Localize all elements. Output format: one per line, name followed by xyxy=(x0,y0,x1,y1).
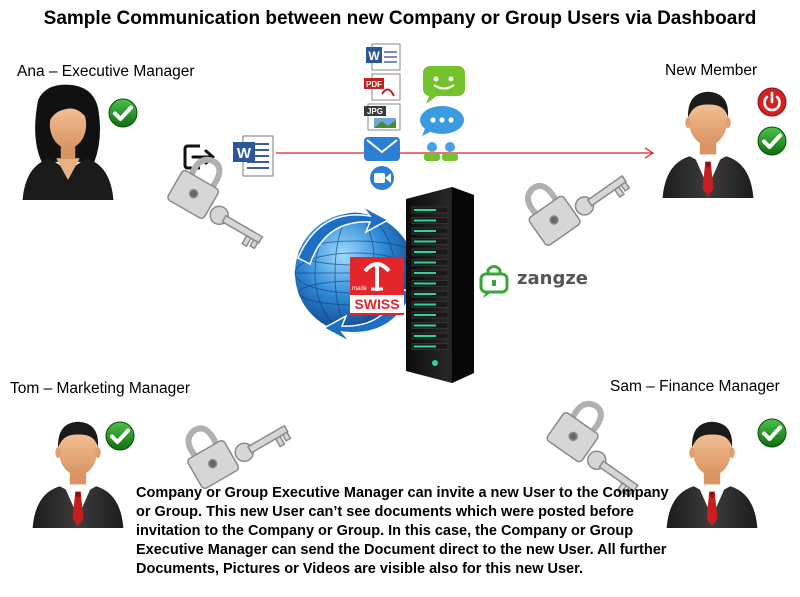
server-bay-light xyxy=(414,324,436,327)
server-bay-light xyxy=(414,314,436,316)
badge-small-text: made xyxy=(352,286,368,292)
server-bay-light xyxy=(414,240,436,243)
video-call-icon xyxy=(370,166,394,190)
server-bay-light xyxy=(414,282,436,285)
word-letter: W xyxy=(237,145,252,162)
mail-icon xyxy=(364,137,400,161)
sam-check-icon xyxy=(757,418,787,448)
server-bay-light xyxy=(414,219,436,222)
server-bay-light xyxy=(414,293,436,295)
server-bay-light xyxy=(414,261,436,264)
swiss-label: SWISS xyxy=(350,295,404,313)
zangze-brand-label: zangze xyxy=(517,268,589,289)
zangze-logo-icon xyxy=(479,265,509,298)
pdf-file-icon: PDF xyxy=(364,73,401,101)
server-bay-light xyxy=(414,230,436,232)
server-bay-light xyxy=(414,335,436,337)
chat-icons xyxy=(420,66,465,161)
server-tower-icon xyxy=(406,187,474,383)
jpg-file-icon: JPG xyxy=(364,103,401,131)
tom-check-icon xyxy=(105,421,135,451)
description-text: Company or Group Executive Manager can i… xyxy=(136,485,669,577)
file-stack: W PDF JPG xyxy=(364,43,401,190)
send-arrow xyxy=(276,147,655,159)
server-bay-light xyxy=(414,303,436,306)
crossbow-icon xyxy=(363,262,391,291)
power-icon xyxy=(757,87,787,117)
new-member-check-icon xyxy=(757,126,787,156)
server-bay-light xyxy=(414,251,436,253)
new-member-avatar xyxy=(662,91,754,198)
ana-avatar xyxy=(22,84,114,200)
word-document-icon: W xyxy=(233,135,274,177)
diagram-title: Sample Communication between new Company… xyxy=(43,8,757,29)
sam-label: Sam – Finance Manager xyxy=(610,378,780,395)
tom-label: Tom – Marketing Manager xyxy=(10,380,191,397)
svg-text:PDF: PDF xyxy=(366,80,382,89)
message-bubble-icon xyxy=(420,106,464,136)
swiss-made-badge: made SWISS xyxy=(350,257,404,315)
sms-icon xyxy=(423,66,465,104)
ana-check-icon xyxy=(108,98,138,128)
word-file-icon: W xyxy=(366,43,401,71)
new-member-label: New Member xyxy=(665,62,758,79)
ana-label: Ana – Executive Manager xyxy=(17,63,195,80)
server-bay-light xyxy=(414,272,436,274)
server-bay-light xyxy=(414,209,436,211)
server-bay-light xyxy=(414,345,436,348)
svg-text:JPG: JPG xyxy=(367,107,383,116)
contacts-icon xyxy=(424,142,458,161)
svg-text:W: W xyxy=(368,49,380,63)
